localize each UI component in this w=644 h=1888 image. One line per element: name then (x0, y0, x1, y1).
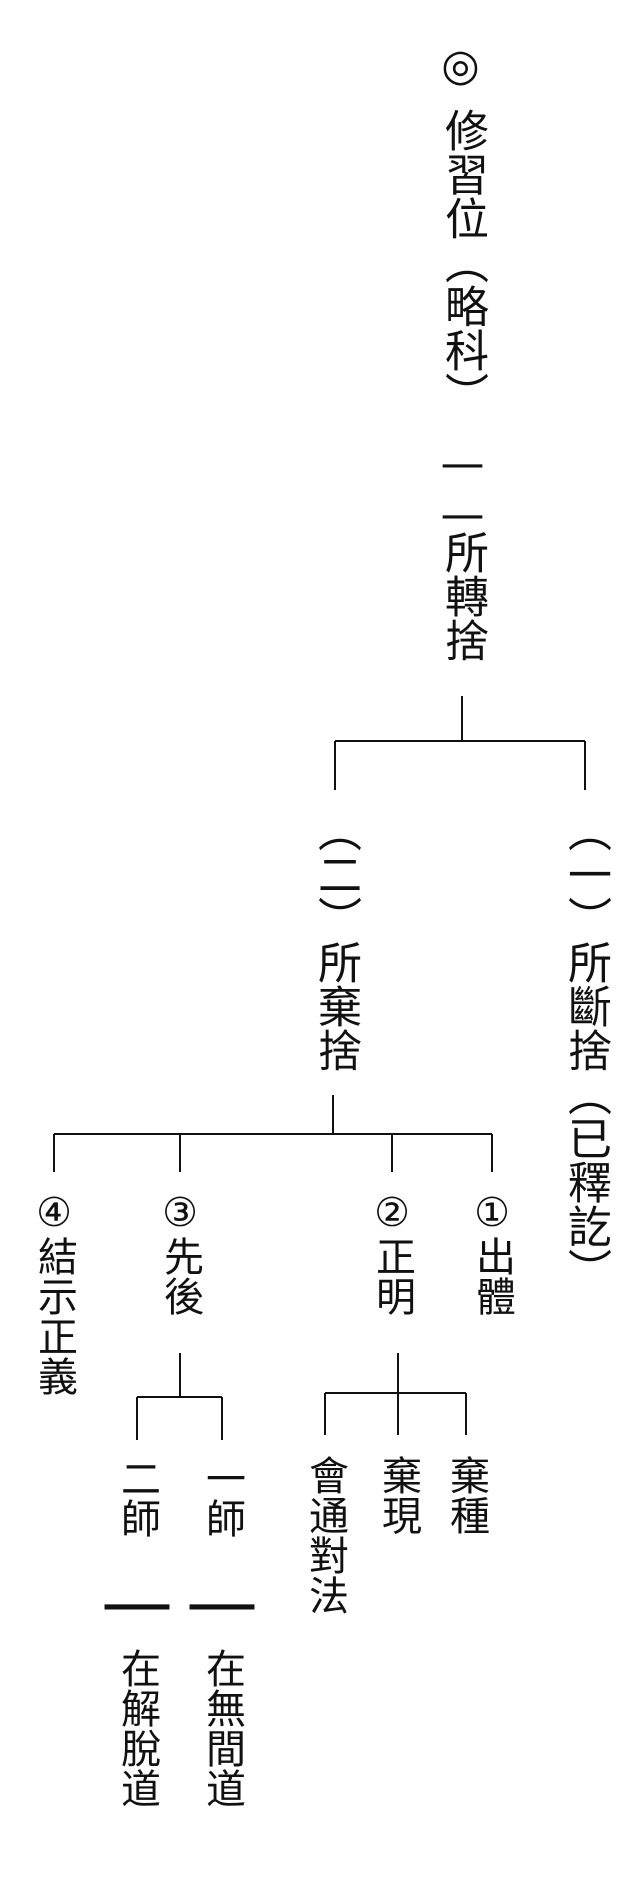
teacher-1-dash: — (180, 1560, 264, 1644)
teacher-1-label: 一師 (199, 1458, 245, 1538)
teacher-2-leaf-label: 在解脫道 (114, 1648, 160, 1808)
teacher-2-label: 二師 (114, 1458, 160, 1538)
branch-2-label: （二）所棄捨 (310, 808, 361, 1072)
branch-1-label: （一）所斷捨（已釋訖） (560, 808, 611, 1292)
root-marker-icon: ◎ (435, 40, 486, 91)
leaf-qi-xian-label: 棄現 (375, 1455, 421, 1535)
child-1-label: ①出體 (469, 1190, 515, 1316)
teacher-2-dash: — (95, 1560, 179, 1644)
leaf-hui-tong-label: 會通對法 (302, 1455, 348, 1615)
teacher-1-leaf-label: 在無間道 (199, 1648, 245, 1808)
root-dash: —— (437, 438, 488, 540)
leaf-qi-zhong-label: 棄種 (443, 1455, 489, 1535)
child-2-label: ②正明 (369, 1190, 415, 1316)
root-node-label: 修習位（略科） (437, 108, 488, 416)
child-4-label: ④結示正義 (31, 1190, 77, 1396)
child-3-label: ③先後 (157, 1190, 203, 1316)
root-child-label: 所轉捨 (437, 530, 488, 662)
